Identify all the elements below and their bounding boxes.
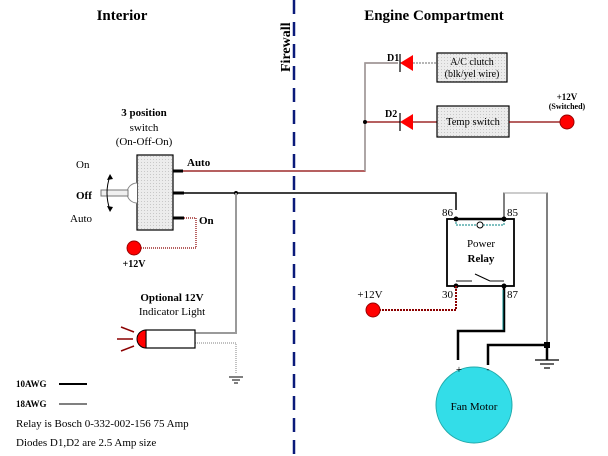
relay-coil-icon xyxy=(476,221,484,229)
power-relay-box xyxy=(446,218,515,287)
temp-switch-label: Temp switch xyxy=(446,117,501,128)
terminal-auto-label: Auto xyxy=(187,157,211,169)
pin-86-label: 86 xyxy=(442,207,454,219)
switch-feed-wire xyxy=(137,217,197,249)
relay-label-line1: Power xyxy=(467,238,495,250)
switch-toggle-lever xyxy=(100,189,129,197)
switched-12v-label-line2: (Switched) xyxy=(549,102,586,111)
indicator-title-line2: Indicator Light xyxy=(139,306,205,318)
motor-minus-label: - xyxy=(487,364,490,374)
switch-position-off: Off xyxy=(76,190,92,202)
pin-85-label: 85 xyxy=(507,207,519,219)
relay-12v-label: +12V xyxy=(357,289,382,301)
firewall-label: Firewall xyxy=(279,22,294,72)
diode-d1-icon xyxy=(400,55,413,71)
diode-d2-icon xyxy=(400,114,413,130)
switched-12v-label-line1: +12V xyxy=(557,92,578,102)
indicator-bulb-body xyxy=(145,329,196,349)
ac-clutch-label-line1: A/C clutch xyxy=(450,57,494,68)
switch-body xyxy=(136,154,174,231)
pin-87-label: 87 xyxy=(507,289,519,301)
fan-motor xyxy=(435,366,513,444)
indicator-ground-wire xyxy=(195,342,237,373)
switched-12v-terminal xyxy=(559,114,575,130)
pin-30-label: 30 xyxy=(442,289,454,301)
legend-18awg-label: 18AWG xyxy=(16,399,47,409)
indicator-wire xyxy=(195,193,237,334)
fan-motor-label: Fan Motor xyxy=(451,401,498,413)
arrow-down-icon xyxy=(107,206,113,212)
motor-negative-wire xyxy=(486,343,547,365)
ac-clutch-box xyxy=(436,52,508,83)
note-diodes: Diodes D1,D2 are 2.5 Amp size xyxy=(16,437,156,449)
common-wire xyxy=(184,192,457,210)
motor-positive-wire xyxy=(456,286,506,360)
light-ray-icon xyxy=(120,326,135,333)
motor-plus-label: + xyxy=(456,364,462,376)
indicator-lamp-icon xyxy=(136,329,147,349)
diode-d1-label: D1 xyxy=(387,53,399,64)
switch-12v-label: +12V xyxy=(123,259,147,270)
legend-10awg-label: 10AWG xyxy=(16,379,47,389)
switch-12v-terminal xyxy=(126,240,142,256)
relay-feed-wire xyxy=(379,286,457,311)
terminal-on-label: On xyxy=(199,215,214,227)
interior-heading: Interior xyxy=(97,8,148,24)
switch-position-auto: Auto xyxy=(70,213,93,225)
indicator-title-line1: Optional 12V xyxy=(140,292,203,304)
diode-d2-label: D2 xyxy=(385,109,397,120)
pin-86-dot xyxy=(453,216,459,222)
engine-compartment-heading: Engine Compartment xyxy=(364,8,504,24)
note-relay: Relay is Bosch 0-332-002-156 75 Amp xyxy=(16,418,189,430)
ac-clutch-label-line2: (blk/yel wire) xyxy=(445,69,500,80)
switch-title-line1: 3 position xyxy=(121,107,167,119)
auto-branch-gray xyxy=(364,62,398,171)
switch-title-line3: (On-Off-On) xyxy=(116,136,173,148)
relay-label-line2: Relay xyxy=(468,253,495,265)
switch-position-on: On xyxy=(76,159,90,171)
junction-dot-d2 xyxy=(363,120,367,124)
arrow-up-icon xyxy=(107,174,113,180)
relay-12v-terminal xyxy=(365,302,381,318)
switch-title-line2: switch xyxy=(130,122,159,134)
light-ray-icon xyxy=(120,345,135,352)
relay-switch-icon xyxy=(474,273,491,282)
temp-switch-box xyxy=(436,105,510,138)
